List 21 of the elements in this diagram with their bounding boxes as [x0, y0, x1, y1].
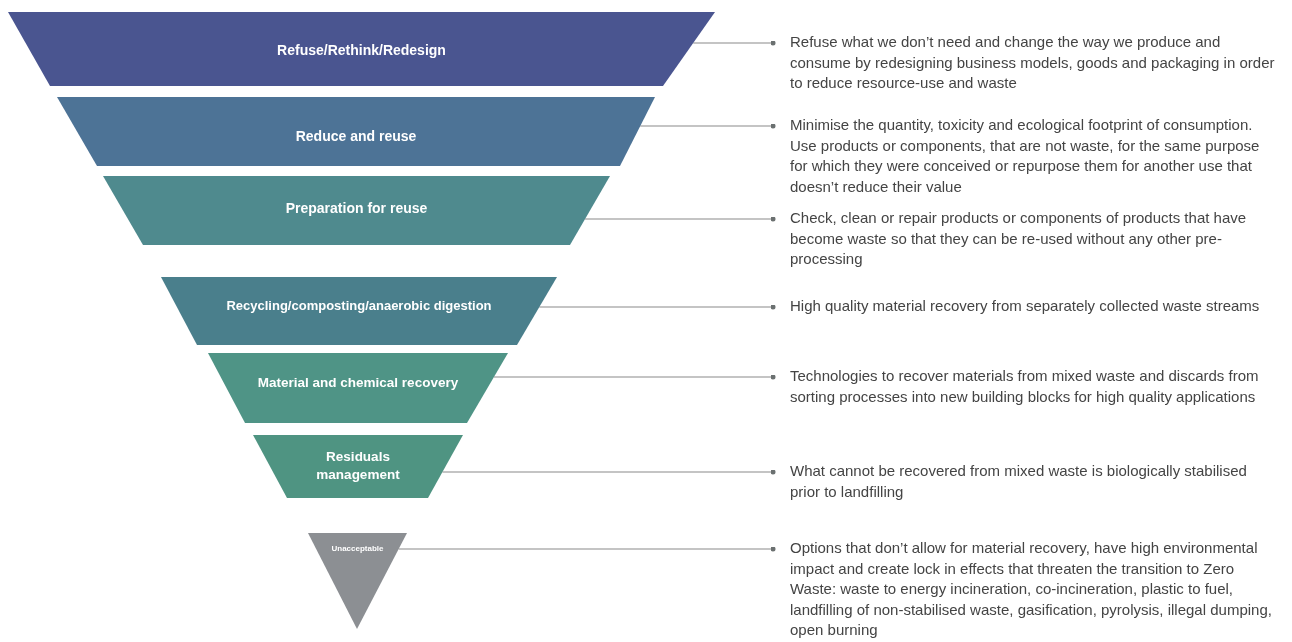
- tier-label: Material and chemical recovery: [256, 374, 460, 392]
- tier-label: Residuals management: [315, 448, 401, 484]
- description-text: Technologies to recover materials from mixed waste and discards from sorting processes into new building blocks for high quality applications: [789, 366, 1260, 407]
- tier-label: Recycling/composting/anaerobic digestion: [225, 297, 493, 315]
- leader-line: [538, 304, 776, 310]
- leader-line: [584, 216, 776, 222]
- tier-label: Unacceptable: [330, 543, 385, 555]
- description-text: Check, clean or repair products or components of products that have become waste so that they can be re-used without any other pre-processing: [789, 208, 1248, 269]
- description-text: Options that don’t allow for material recovery, have high environmental impact and create lock in effects that threaten the transition to Zero Waste: waste to energy incineration, co-incineration, plastic to fuel, landfilling of non-stabilised waste, gasification, pyrolysis, illegal dumping, open burning: [789, 538, 1273, 640]
- leader-line: [639, 123, 776, 129]
- description-text: What cannot be recovered from mixed waste is biologically stabilised prior to landfilling: [789, 461, 1248, 502]
- leader-line: [493, 374, 776, 380]
- tier-label: Reduce and reuse: [294, 126, 418, 146]
- leader-line: [441, 469, 776, 475]
- tier-label: Refuse/Rethink/Redesign: [276, 40, 447, 60]
- leader-line: [398, 546, 776, 552]
- description-text: Refuse what we don’t need and change the way we produce and consume by redesigning business models, goods and packaging in order to reduce resource-use and waste: [789, 32, 1276, 93]
- description-text: Minimise the quantity, toxicity and ecological footprint of consumption. Use products or components, that are not waste, for the same purpose for which they were conceived or repurpose them for another use that doesn’t reduce their value: [789, 115, 1261, 197]
- description-text: High quality material recovery from separately collected waste streams: [789, 296, 1261, 316]
- leader-line: [692, 40, 776, 46]
- tier-label: Preparation for reuse: [284, 198, 429, 218]
